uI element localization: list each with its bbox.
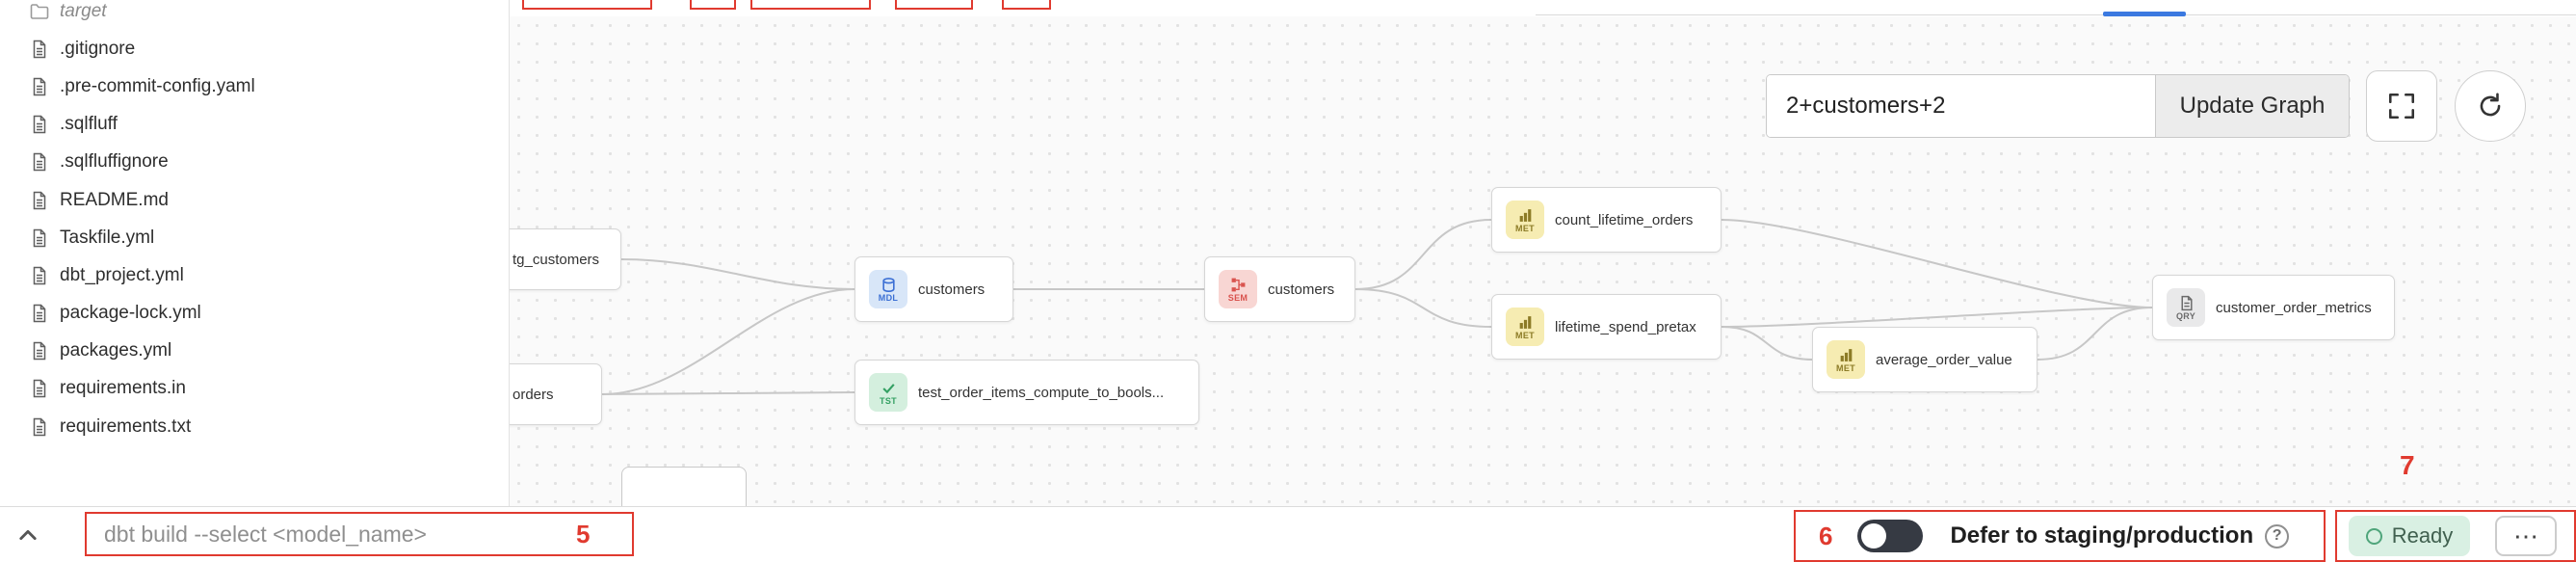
lineage-node-test_order_items[interactable]: TST test_order_items_compute_to_bools... bbox=[854, 360, 1199, 425]
file-label: packages.yml bbox=[60, 340, 172, 361]
file-label: requirements.in bbox=[60, 378, 186, 399]
lineage-node-orders[interactable]: orders bbox=[510, 363, 602, 425]
node-label: test_order_items_compute_to_bools... bbox=[918, 384, 1165, 401]
status-label: Ready bbox=[2391, 523, 2454, 548]
annotation-box-cut bbox=[895, 0, 973, 10]
annotation-number-5: 5 bbox=[576, 520, 591, 549]
file-item[interactable]: packages.yml bbox=[0, 333, 509, 370]
chevron-up-icon bbox=[16, 523, 39, 547]
file-item[interactable]: dbt_project.yml bbox=[0, 256, 509, 294]
annotation-box-status: Ready ⋯ bbox=[2335, 510, 2576, 562]
file-icon bbox=[29, 151, 50, 173]
help-icon[interactable]: ? bbox=[2265, 523, 2290, 549]
metric-icon: MET bbox=[1506, 201, 1544, 239]
file-tree: target .gitignore .pre-commit-config.yaml… bbox=[0, 0, 509, 445]
node-label: tg_customers bbox=[513, 251, 600, 268]
annotation-box-command: 5 bbox=[85, 512, 634, 556]
file-icon bbox=[29, 303, 50, 324]
file-item[interactable]: .pre-commit-config.yaml bbox=[0, 67, 509, 105]
file-item[interactable]: Taskfile.yml bbox=[0, 219, 509, 256]
node-label: customers bbox=[1268, 281, 1335, 298]
defer-label: Defer to staging/production bbox=[1950, 522, 2254, 549]
file-label: .gitignore bbox=[60, 38, 136, 59]
file-label: README.md bbox=[60, 189, 169, 210]
file-item[interactable]: requirements.txt bbox=[0, 408, 509, 445]
lineage-node-customer_order_metrics[interactable]: QRY customer_order_metrics bbox=[2152, 275, 2395, 340]
more-options-button[interactable]: ⋯ bbox=[2495, 516, 2557, 556]
file-label: .pre-commit-config.yaml bbox=[60, 75, 255, 96]
file-icon bbox=[29, 378, 50, 399]
metric-icon: MET bbox=[1506, 308, 1544, 346]
test-icon: TST bbox=[869, 373, 907, 412]
active-tab-indicator bbox=[2103, 12, 2186, 16]
file-icon bbox=[29, 114, 50, 135]
annotation-box-cut bbox=[522, 0, 652, 10]
lineage-node-stg_customers[interactable]: tg_customers bbox=[510, 228, 621, 290]
file-icon bbox=[29, 190, 50, 211]
file-label: .sqlfluff bbox=[60, 114, 118, 135]
file-item[interactable]: requirements.in bbox=[0, 370, 509, 408]
status-badge[interactable]: Ready bbox=[2349, 516, 2470, 556]
bottom-bar: 5 6 Defer to staging/production ? Ready … bbox=[0, 506, 2576, 562]
lineage-node-lifetime_spend_pretax[interactable]: MET lifetime_spend_pretax bbox=[1491, 294, 1722, 360]
graph-selector-group: Update Graph bbox=[1766, 74, 2350, 138]
annotation-box-cut bbox=[1002, 0, 1051, 10]
file-item[interactable]: .gitignore bbox=[0, 30, 509, 67]
refresh-icon bbox=[2475, 91, 2506, 121]
file-item[interactable]: README.md bbox=[0, 181, 509, 219]
collapse-panel-button[interactable] bbox=[12, 519, 44, 551]
lineage-node-count_lifetime_orders[interactable]: MET count_lifetime_orders bbox=[1491, 187, 1722, 253]
file-label: requirements.txt bbox=[60, 415, 192, 437]
node-label: orders bbox=[513, 386, 554, 403]
fullscreen-icon bbox=[2386, 91, 2417, 121]
lineage-edges bbox=[601, 219, 2153, 395]
annotation-box-defer: 6 Defer to staging/production ? bbox=[1794, 510, 2326, 562]
file-icon bbox=[29, 76, 50, 97]
node-label: lifetime_spend_pretax bbox=[1555, 318, 1696, 335]
file-item[interactable]: package-lock.yml bbox=[0, 295, 509, 333]
refresh-button[interactable] bbox=[2455, 70, 2526, 142]
status-circle-icon bbox=[2365, 527, 2382, 545]
query-icon: QRY bbox=[2167, 288, 2205, 327]
file-icon bbox=[29, 227, 50, 249]
dbt-command-input[interactable] bbox=[87, 514, 632, 554]
toggle-knob bbox=[1861, 523, 1887, 549]
file-label: .sqlfluffignore bbox=[60, 151, 169, 173]
metric-icon: MET bbox=[1827, 340, 1865, 379]
fullscreen-button[interactable] bbox=[2366, 70, 2437, 142]
file-item[interactable]: .sqlfluffignore bbox=[0, 144, 509, 181]
annotation-box-cut bbox=[750, 0, 871, 10]
lineage-node-customers_model[interactable]: MDL customers bbox=[854, 256, 1013, 322]
lineage-node-customers_semantic[interactable]: SEM customers bbox=[1204, 256, 1355, 322]
annotation-box-cut bbox=[690, 0, 736, 10]
node-label: average_order_value bbox=[1876, 351, 2012, 368]
folder-label: target bbox=[60, 0, 107, 21]
file-icon bbox=[29, 416, 50, 438]
update-graph-button[interactable]: Update Graph bbox=[2155, 75, 2349, 137]
node-label: count_lifetime_orders bbox=[1555, 211, 1694, 228]
panel-divider bbox=[1536, 14, 2576, 15]
file-icon bbox=[29, 265, 50, 286]
file-icon bbox=[29, 39, 50, 60]
folder-item-target[interactable]: target bbox=[0, 0, 509, 30]
defer-toggle[interactable] bbox=[1857, 520, 1924, 552]
node-label: customers bbox=[918, 281, 986, 298]
file-label: Taskfile.yml bbox=[60, 227, 155, 248]
annotation-number-7: 7 bbox=[2400, 450, 2415, 480]
model-icon: MDL bbox=[869, 270, 907, 308]
canvas-popup-partial bbox=[621, 467, 747, 506]
graph-selector-input[interactable] bbox=[1767, 75, 2155, 137]
lineage-node-average_order_value[interactable]: MET average_order_value bbox=[1812, 327, 2037, 392]
file-label: package-lock.yml bbox=[60, 303, 201, 324]
node-label: customer_order_metrics bbox=[2216, 299, 2372, 316]
folder-icon bbox=[29, 1, 50, 22]
file-label: dbt_project.yml bbox=[60, 264, 184, 285]
tab-bar-remnant bbox=[510, 0, 2576, 16]
file-explorer: target .gitignore .pre-commit-config.yaml… bbox=[0, 0, 510, 506]
file-icon bbox=[29, 340, 50, 361]
file-item[interactable]: .sqlfluff bbox=[0, 106, 509, 144]
semantic-model-icon: SEM bbox=[1219, 270, 1257, 308]
annotation-number-6: 6 bbox=[1819, 521, 1833, 550]
